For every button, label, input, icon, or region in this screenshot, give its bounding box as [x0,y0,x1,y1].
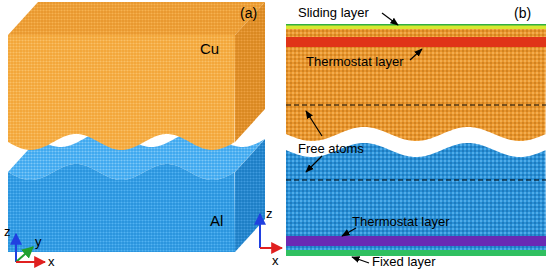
al-side-face [235,139,265,252]
thermostat-band-top [286,37,546,47]
z-axis-arrow [259,214,261,248]
x-axis-arrow [16,261,45,263]
free-atom-boundary [286,104,546,105]
layer-label-box: Fixed layer [372,252,436,270]
z-axis-arrow [15,234,17,262]
thermostat-band-bottom [286,236,546,246]
panel-a-3d-view [8,2,265,252]
free-atom-boundary [286,179,546,180]
axis-label: z [266,206,273,221]
panel-label-box: (a) [240,4,257,22]
x-axis-arrow [260,247,282,249]
layer-label: Free atoms [298,141,364,156]
layer-label: Thermostat layer [306,54,404,69]
axis-label: y [35,234,42,249]
layer-label: Sliding layer [298,5,369,20]
cu-side-face [235,2,265,142]
layer-label-box: Sliding layer [298,3,369,21]
axis-label-box: y [35,232,42,250]
cu-top-face [8,2,265,35]
layer-label-box: Free atoms [298,139,364,157]
panel-label: (a) [240,5,257,21]
panel-label: (b) [514,5,531,21]
leader-line [410,49,422,60]
y-axis-arrow [16,247,33,262]
axis-label: z [4,224,11,239]
cu-front-face [8,35,235,150]
leader-line [306,111,322,136]
layer-label-box: Thermostat layer [306,52,404,70]
axes-a [16,234,45,262]
sliding-layer-band [286,25,546,29]
layer-label: Fixed layer [372,254,436,269]
panel-label-box: (b) [514,4,531,22]
material-label-box: Al [210,212,223,230]
axis-label-box: x [48,252,55,270]
axis-label-box: x [272,251,279,269]
sliding-layer-edge [286,24,546,26]
leader-line [306,156,322,172]
layer-label: Thermostat layer [352,214,450,229]
leader-line [382,13,398,25]
material-label: Al [210,212,223,229]
leader-line [342,228,356,236]
layer-label-box: Thermostat layer [352,212,450,230]
panel-b-cross-section [286,24,546,256]
axis-label: x [272,253,279,268]
al-front-face [8,164,235,252]
material-label: Cu [200,40,219,57]
cu-region [286,29,546,141]
axis-label: x [48,254,55,269]
leader-line [352,257,369,263]
al-region [286,143,546,256]
axis-label-box: z [4,222,11,240]
axis-label-box: z [266,204,273,222]
material-label-box: Cu [200,40,219,58]
